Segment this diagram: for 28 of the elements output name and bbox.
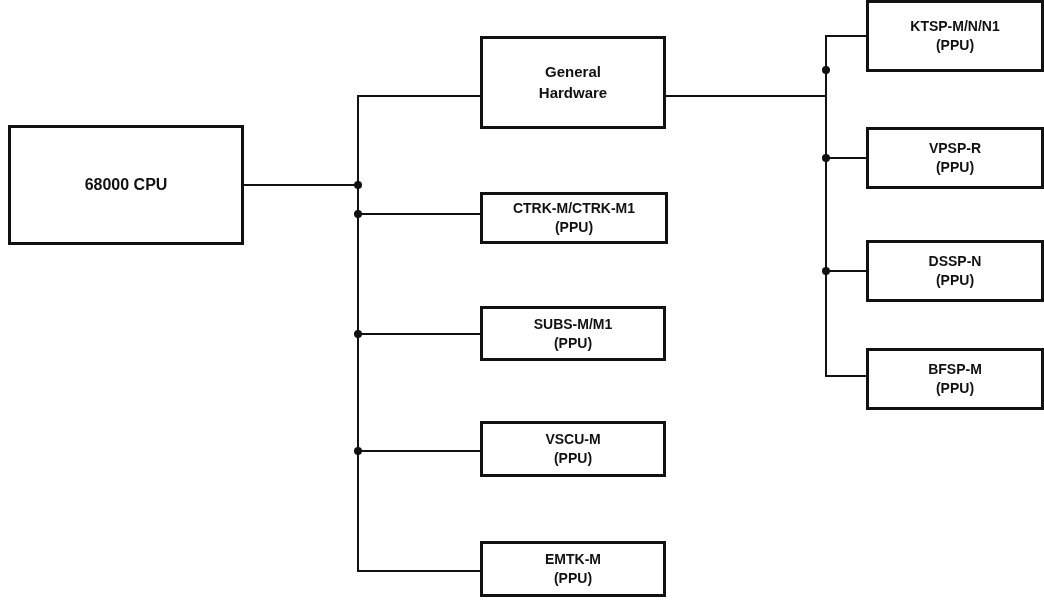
box-label: (PPU) [935, 36, 975, 55]
box-label: (PPU) [554, 218, 594, 237]
box-label: SUBS-M/M1 [533, 314, 613, 334]
hardware-box [480, 36, 666, 129]
hardware-box [866, 127, 1044, 189]
box-label: DSSP-N [928, 252, 982, 271]
hardware-box [480, 541, 666, 597]
box-label: General Hardware [537, 62, 609, 103]
hardware-box [480, 306, 666, 361]
hardware-box [480, 421, 666, 477]
box-label: CTRK-M/CTRK-M1 [512, 199, 636, 218]
hardware-box [866, 348, 1044, 410]
box-label: (PPU) [935, 379, 975, 398]
box-label: (PPU) [553, 449, 593, 468]
box-label: BFSP-M [928, 360, 982, 379]
hardware-box [866, 0, 1044, 72]
box-label: KTSP-M/N/N1 [910, 17, 1000, 36]
box-label: (PPU) [935, 158, 975, 177]
box-label: (PPU) [935, 271, 975, 290]
box-label: EMTK-M [545, 550, 601, 569]
box-label: VSCU-M [545, 430, 601, 449]
box-label: (PPU) [553, 569, 593, 588]
box-label: (PPU) [553, 333, 593, 353]
hardware-box [8, 125, 244, 245]
hardware-box [866, 240, 1044, 302]
box-label: VPSP-R [928, 139, 982, 158]
box-label: 68000 CPU [84, 175, 168, 196]
hardware-box [480, 192, 668, 244]
